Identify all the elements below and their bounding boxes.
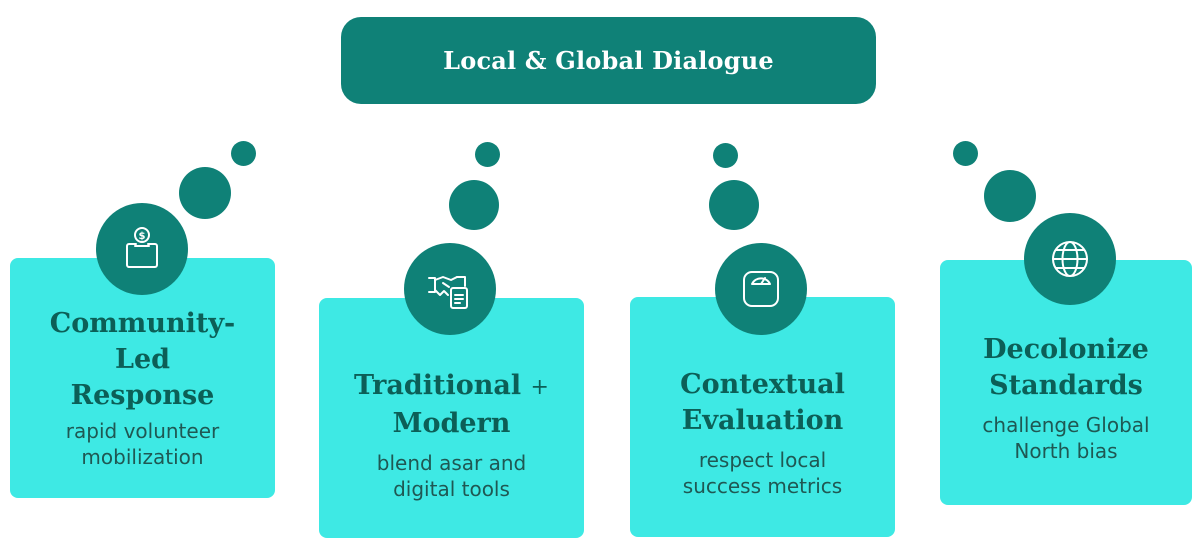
card-subtitle: challenge Global North bias	[982, 413, 1150, 463]
card-icon-badge: $	[96, 203, 188, 295]
bubble-dot-medium	[709, 180, 759, 230]
card-title: Community- Led Response	[50, 306, 236, 414]
card-traditional-modern: Traditional + Modern blend asar and digi…	[319, 298, 584, 538]
bubble-dot-medium	[984, 170, 1036, 222]
card-subtitle: respect local success metrics	[682, 448, 843, 498]
card-icon-badge	[404, 243, 496, 335]
bubble-dot-small	[713, 143, 738, 168]
globe-icon	[1052, 241, 1088, 277]
card-title: Traditional + Modern	[354, 368, 549, 442]
bubble-dot-small	[231, 141, 256, 166]
card-community-led-response: Community- Led Response rapid volunteer …	[10, 258, 275, 498]
card-title-plus: +	[530, 375, 549, 400]
bubble-dot-small	[953, 141, 978, 166]
card-title-line: Response	[70, 380, 215, 411]
card-title-line: Community-	[49, 308, 236, 339]
card-title-line: Led	[114, 344, 171, 375]
card-title-line: Modern	[392, 408, 511, 439]
money-box-icon: $	[126, 227, 158, 268]
card-icon-badge	[1024, 213, 1116, 305]
bubble-dot-medium	[449, 180, 499, 230]
card-title-line: Traditional	[354, 370, 522, 401]
svg-text:$: $	[139, 231, 146, 242]
handshake-document-icon	[428, 276, 468, 309]
header-title: Local & Global Dialogue	[341, 17, 876, 104]
card-contextual-evaluation: Contextual Evaluation respect local succ…	[630, 297, 895, 537]
bubble-dot-small	[475, 142, 500, 167]
bubble-dot-medium	[179, 167, 231, 219]
card-title: Decolonize Standards	[983, 334, 1149, 401]
card-icon-badge	[715, 243, 807, 335]
card-title: Contextual Evaluation	[680, 369, 845, 436]
card-subtitle: blend asar and digital tools	[376, 451, 527, 501]
card-subtitle: rapid volunteer mobilization	[65, 419, 220, 469]
scale-icon	[743, 271, 779, 307]
